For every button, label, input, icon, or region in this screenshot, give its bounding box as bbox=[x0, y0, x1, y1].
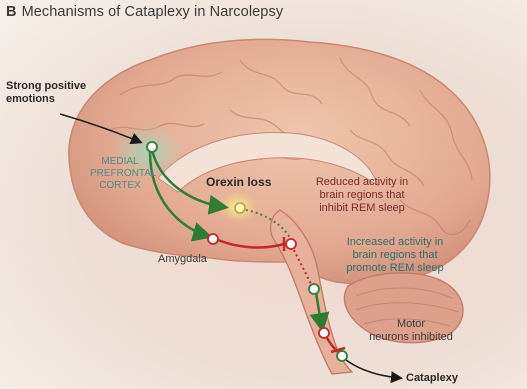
emotions-label-line2: emotions bbox=[6, 93, 86, 106]
amygdala-node bbox=[208, 234, 218, 244]
cataplexy-output-arrow bbox=[346, 360, 400, 378]
motor-line1: Motor bbox=[356, 318, 466, 331]
emotions-label: Strong positive emotions bbox=[6, 80, 86, 106]
motor-line2: neurons inhibited bbox=[356, 331, 466, 344]
increased-line3: promote REM sleep bbox=[330, 262, 460, 275]
emotions-label-line1: Strong positive bbox=[6, 80, 86, 93]
pfc-label-line1: MEDIAL bbox=[90, 156, 150, 168]
pfc-label: MEDIAL PREFRONTAL CORTEX bbox=[90, 156, 150, 192]
reduced-line1: Reduced activity in bbox=[306, 176, 418, 189]
orexin-label: Orexin loss bbox=[206, 176, 271, 189]
cataplexy-label: Cataplexy bbox=[406, 372, 458, 385]
increased-line2: brain regions that bbox=[330, 249, 460, 262]
increased-region-node bbox=[309, 284, 319, 294]
pfc-label-line3: CORTEX bbox=[90, 180, 150, 192]
motor-node bbox=[319, 328, 329, 338]
pfc-node bbox=[147, 142, 157, 152]
motor-neurons-label: Motor neurons inhibited bbox=[356, 318, 466, 344]
title-text: Mechanisms of Cataplexy in Narcolepsy bbox=[22, 4, 284, 20]
panel-letter: B bbox=[6, 4, 17, 20]
increased-activity-label: Increased activity in brain regions that… bbox=[330, 236, 460, 275]
reduced-line2: brain regions that bbox=[306, 189, 418, 202]
reduced-region-node bbox=[286, 239, 296, 249]
amygdala-label: Amygdala bbox=[158, 253, 207, 266]
final-node bbox=[337, 351, 347, 361]
figure-title: B Mechanisms of Cataplexy in Narcolepsy bbox=[6, 4, 283, 20]
increased-line1: Increased activity in bbox=[330, 236, 460, 249]
reduced-activity-label: Reduced activity in brain regions that i… bbox=[306, 176, 418, 215]
reduced-line3: inhibit REM sleep bbox=[306, 202, 418, 215]
pfc-label-line2: PREFRONTAL bbox=[90, 168, 150, 180]
orexin-node bbox=[235, 203, 245, 213]
